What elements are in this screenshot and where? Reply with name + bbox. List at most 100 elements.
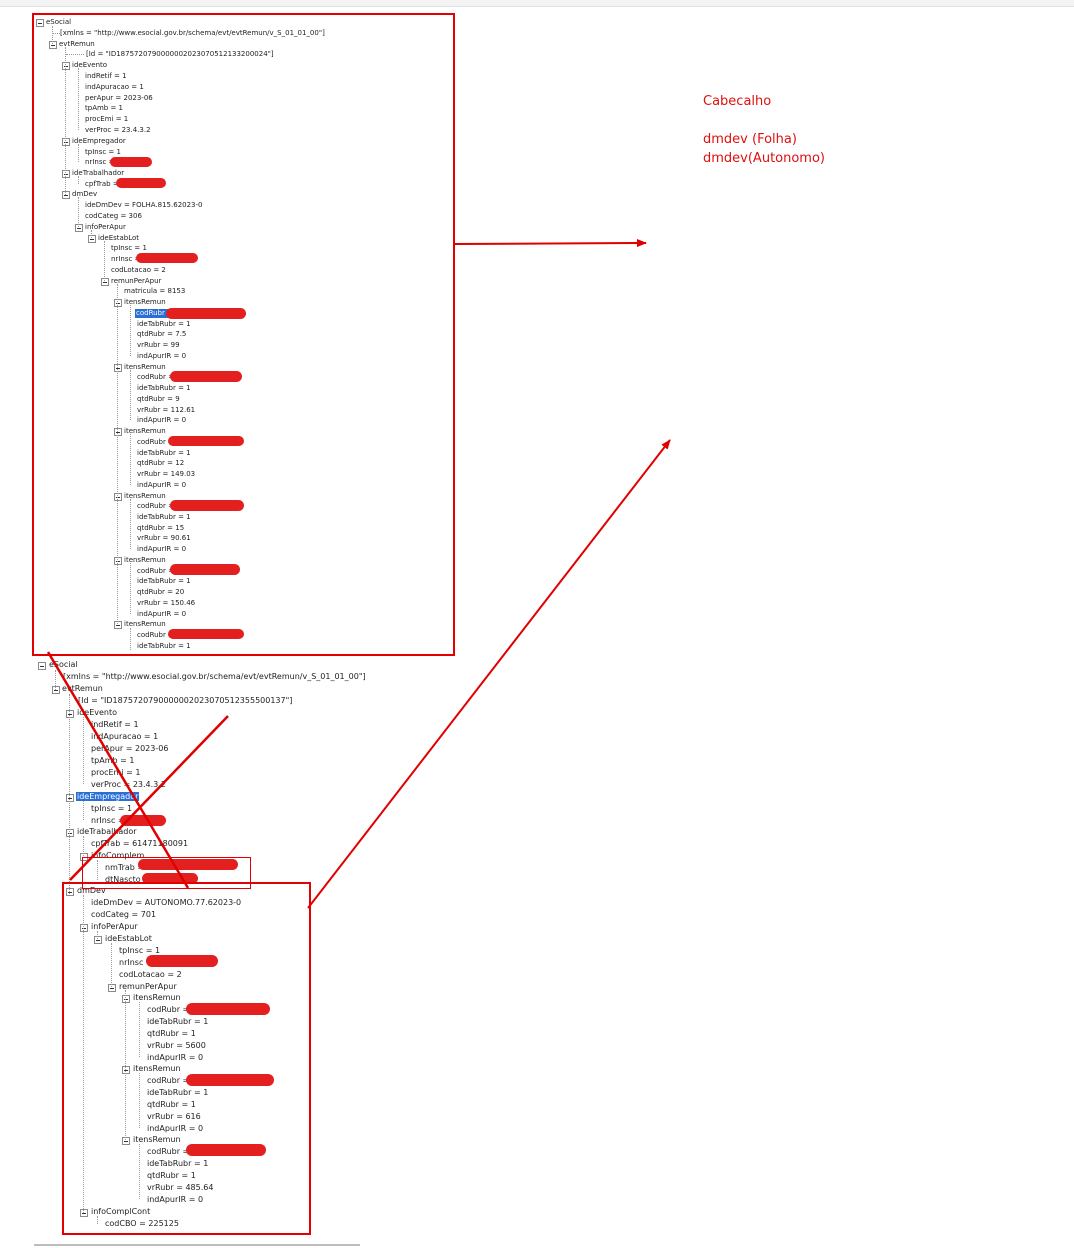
tree-leaf[interactable]: tpInsc = 1 — [91, 804, 133, 813]
tree-attr-xmlns[interactable]: [xmlns = "http://www.esocial.gov.br/sche… — [63, 672, 366, 681]
tree-leaf[interactable]: qtdRubr = 20 — [137, 588, 185, 596]
collapse-toggle-itensremun[interactable] — [122, 1137, 130, 1145]
collapse-toggle-ideempregador[interactable] — [62, 138, 70, 146]
tree-leaf[interactable]: indApuracao = 1 — [91, 732, 159, 741]
tree-leaf[interactable]: indApurIR = 0 — [147, 1053, 204, 1062]
tree-node-evtremun[interactable]: evtRemun — [62, 684, 103, 693]
tree-leaf[interactable]: tpInsc = 1 — [85, 148, 121, 156]
tree-leaf[interactable]: indRetif = 1 — [91, 720, 139, 729]
tree-leaf[interactable]: vrRubr = 149.03 — [137, 470, 196, 478]
tree-node-infocomplem[interactable]: infoComplem — [91, 851, 145, 860]
tree-node-itensremun[interactable]: itensRemun — [124, 620, 166, 628]
tree-leaf[interactable]: perApur = 2023-06 — [85, 94, 153, 102]
collapse-toggle-evtremun[interactable] — [52, 686, 60, 694]
collapse-toggle-ideevento[interactable] — [66, 710, 74, 718]
tree-node-dmdev[interactable]: dmDev — [77, 886, 106, 895]
collapse-toggle-idetrabalhador[interactable] — [62, 170, 70, 178]
tree-leaf[interactable]: nrInsc = — [85, 158, 115, 166]
tree-leaf[interactable]: ideTabRubr = 1 — [147, 1088, 209, 1097]
tree-leaf[interactable]: ideTabRubr = 1 — [147, 1159, 209, 1168]
tree-leaf[interactable]: qtdRubr = 12 — [137, 459, 185, 467]
tree-node-itensremun[interactable]: itensRemun — [124, 427, 166, 435]
collapse-toggle-itensremun[interactable] — [114, 364, 122, 372]
collapse-toggle-infoperapur[interactable] — [75, 224, 83, 232]
tree-leaf[interactable]: ideTabRubr = 1 — [137, 577, 191, 585]
collapse-toggle-ideempregador[interactable] — [66, 794, 74, 802]
tree-leaf[interactable]: ideDmDev = AUTONOMO.77.62023-0 — [91, 898, 242, 907]
tree-node-idetrabalhador[interactable]: ideTrabalhador — [77, 827, 137, 836]
tree-leaf-selected[interactable]: codRubr = — [135, 309, 174, 318]
tree-leaf[interactable]: indApurIR = 0 — [137, 352, 187, 360]
collapse-toggle-esocial[interactable] — [36, 19, 44, 27]
tree-node-ideevento[interactable]: ideEvento — [77, 708, 118, 717]
tree-leaf[interactable]: matricula = 8153 — [124, 287, 186, 295]
collapse-toggle-itensremun[interactable] — [114, 557, 122, 565]
tree-node-itensremun[interactable]: itensRemun — [124, 556, 166, 564]
tree-node-ideempregador[interactable]: ideEmpregador — [72, 137, 126, 145]
tree-leaf[interactable]: indApurIR = 0 — [147, 1124, 204, 1133]
tree-node-itensremun[interactable]: itensRemun — [133, 1064, 181, 1073]
tree-node-ideestablot[interactable]: ideEstabLot — [98, 234, 140, 242]
tree-node-ideestablot[interactable]: ideEstabLot — [105, 934, 152, 943]
tree-node-ideempregador-selected[interactable]: ideEmpregador — [76, 792, 140, 801]
collapse-toggle-ideestablot[interactable] — [88, 235, 96, 243]
tree-leaf[interactable]: vrRubr = 90.61 — [137, 534, 191, 542]
tree-node-remunperapur[interactable]: remunPerApur — [111, 277, 162, 285]
tree-node-dmdev[interactable]: dmDev — [72, 190, 98, 198]
tree-leaf[interactable]: indApurIR = 0 — [137, 416, 187, 424]
tree-leaf[interactable]: tpInsc = 1 — [119, 946, 161, 955]
tree-leaf[interactable]: vrRubr = 99 — [137, 341, 180, 349]
tree-leaf[interactable]: vrRubr = 150.46 — [137, 599, 196, 607]
tree-leaf[interactable]: qtdRubr = 1 — [147, 1100, 196, 1109]
tree-leaf[interactable]: indApuracao = 1 — [85, 83, 144, 91]
tree-leaf[interactable]: cpfTrab = 61471180091 — [91, 839, 189, 848]
tree-leaf[interactable]: ideTabRubr = 1 — [137, 513, 191, 521]
tree-leaf[interactable]: indApurIR = 0 — [137, 610, 187, 618]
tree-leaf[interactable]: qtdRubr = 15 — [137, 524, 185, 532]
tree-attr-id[interactable]: [Id = "ID1875720790000002023070512133200… — [86, 50, 274, 58]
tree-leaf[interactable]: qtdRubr = 1 — [147, 1029, 196, 1038]
tree-leaf[interactable]: ideTabRubr = 1 — [137, 642, 191, 650]
tree-leaf[interactable]: codRubr = — [147, 1147, 190, 1156]
tree-node-itensremun[interactable]: itensRemun — [133, 1135, 181, 1144]
tree-leaf[interactable]: codCateg = 306 — [85, 212, 142, 220]
tree-node-remunperapur[interactable]: remunPerApur — [119, 982, 177, 991]
tree-node-infoperapur[interactable]: infoPerApur — [91, 922, 138, 931]
tree-node-evtremun[interactable]: evtRemun — [59, 40, 95, 48]
tree-node-itensremun[interactable]: itensRemun — [124, 492, 166, 500]
tree-node-itensremun[interactable]: itensRemun — [124, 298, 166, 306]
tree-leaf[interactable]: procEmi = 1 — [85, 115, 129, 123]
tree-leaf[interactable]: codRubr = — [137, 567, 174, 575]
tree-leaf[interactable]: ideTabRubr = 1 — [137, 320, 191, 328]
tree-leaf[interactable]: vrRubr = 485.64 — [147, 1183, 214, 1192]
tree-node-idetrabalhador[interactable]: ideTrabalhador — [72, 169, 125, 177]
tree-attr-xmlns[interactable]: [xmlns = "http://www.esocial.gov.br/sche… — [60, 29, 325, 37]
tree-leaf[interactable]: qtdRubr = 9 — [137, 395, 180, 403]
tree-leaf[interactable]: indApurIR = 0 — [137, 481, 187, 489]
collapse-toggle-remunperapur[interactable] — [108, 984, 116, 992]
tree-leaf[interactable]: codCateg = 701 — [91, 910, 157, 919]
tree-leaf[interactable]: codLotacao = 2 — [119, 970, 182, 979]
tree-leaf[interactable]: vrRubr = 112.61 — [137, 406, 196, 414]
collapse-toggle-itensremun[interactable] — [122, 1066, 130, 1074]
tree-leaf[interactable]: codRubr = — [137, 502, 174, 510]
tree-leaf[interactable]: qtdRubr = 7.5 — [137, 330, 187, 338]
tree-leaf[interactable]: nrInsc = — [119, 958, 153, 967]
tree-leaf[interactable]: tpInsc = 1 — [111, 244, 147, 252]
tree-node-esocial[interactable]: eSocial — [46, 18, 72, 26]
collapse-toggle-evtremun[interactable] — [49, 41, 57, 49]
collapse-toggle-itensremun[interactable] — [114, 299, 122, 307]
collapse-toggle-infocomplcont[interactable] — [80, 1209, 88, 1217]
tree-leaf[interactable]: qtdRubr = 1 — [147, 1171, 196, 1180]
tree-leaf[interactable]: codLotacao = 2 — [111, 266, 166, 274]
tree-leaf[interactable]: tpAmb = 1 — [85, 104, 124, 112]
collapse-toggle-dmdev[interactable] — [66, 888, 74, 896]
tree-node-esocial[interactable]: eSocial — [49, 660, 78, 669]
tree-leaf[interactable]: ideTabRubr = 1 — [137, 384, 191, 392]
collapse-toggle-itensremun[interactable] — [114, 621, 122, 629]
tree-leaf[interactable]: nrInsc = — [91, 816, 125, 825]
tree-leaf[interactable]: codRubr = — [147, 1076, 190, 1085]
tree-node-infoperapur[interactable]: infoPerApur — [85, 223, 126, 231]
collapse-toggle-esocial[interactable] — [38, 662, 46, 670]
tree-leaf[interactable]: codRubr = — [137, 438, 174, 446]
